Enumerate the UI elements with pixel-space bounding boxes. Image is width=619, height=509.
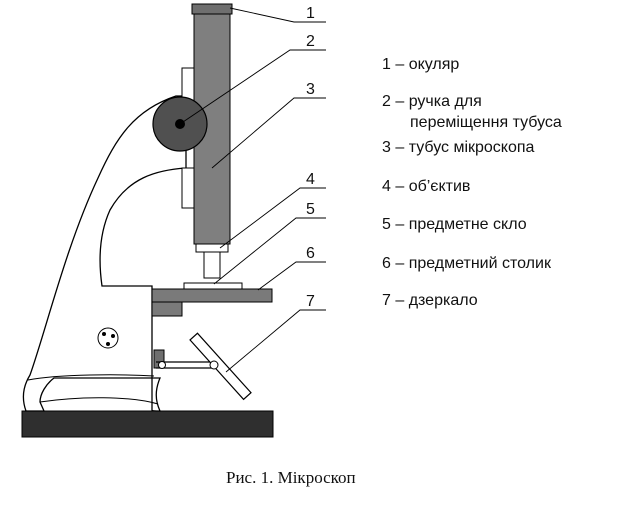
stage-table <box>151 288 273 303</box>
legend-item-5: 5 – предметне скло <box>382 216 527 233</box>
callout-number-3: 3 <box>306 81 315 98</box>
leader-line-2 <box>179 49 326 125</box>
legend: 1 – окуляр 2 – ручка для переміщення туб… <box>382 56 562 309</box>
mirror-pivot <box>209 360 219 370</box>
arm-foot-curve <box>39 397 159 405</box>
legend-item-3: 3 – тубус мікроскопа <box>382 139 535 156</box>
leader-line-4 <box>219 187 326 249</box>
tube-holder-bottom <box>181 167 195 209</box>
leader-line-5 <box>213 217 326 285</box>
callout-number-4: 4 <box>306 171 315 188</box>
legend-item-1: 1 – окуляр <box>382 56 459 73</box>
callout-number-6: 6 <box>306 245 315 262</box>
leader-line-3 <box>211 97 326 169</box>
arm-emblem <box>97 327 119 349</box>
callout-number-1: 1 <box>306 5 315 22</box>
legend-item-2-line-2: переміщення тубуса <box>410 114 562 131</box>
microscope-base <box>21 410 274 438</box>
microscope-arm <box>22 95 187 412</box>
leader-line-6 <box>257 261 326 291</box>
legend-item-6: 6 – предметний столик <box>382 255 552 272</box>
mirror <box>189 332 252 401</box>
legend-item-7: 7 – дзеркало <box>382 292 478 309</box>
callout-number-5: 5 <box>306 201 315 218</box>
legend-item-2: 2 – ручка для <box>382 93 482 110</box>
leader-lines <box>179 7 326 373</box>
leader-line-1 <box>229 7 326 23</box>
callout-numbers: 1 2 3 4 5 6 7 <box>306 5 315 310</box>
glass-slide <box>183 282 243 290</box>
callout-number-2: 2 <box>306 33 315 50</box>
arm-emblem-dot <box>106 342 110 346</box>
leader-line-7 <box>225 309 326 373</box>
arm-emblem-dot <box>102 332 106 336</box>
objective-lens <box>203 251 221 279</box>
eyepiece <box>191 3 233 15</box>
arm-inner-curve <box>27 374 155 381</box>
callout-number-7: 7 <box>306 293 315 310</box>
figure-caption: Рис. 1. Мікроскоп <box>226 468 356 487</box>
legend-item-4: 4 – об’єктив <box>382 178 470 195</box>
stage-support <box>151 301 183 317</box>
mirror-bracket-pivot <box>158 361 166 369</box>
arm-emblem-dot <box>111 334 115 338</box>
